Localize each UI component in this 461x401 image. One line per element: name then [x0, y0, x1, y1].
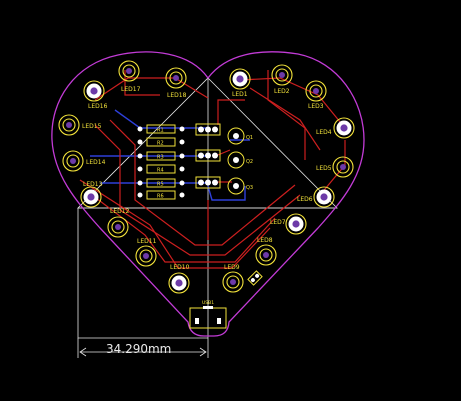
transistor-Q2[interactable]: Q2 [195, 149, 253, 169]
led-LED4[interactable]: LED4 [316, 117, 355, 139]
led-LED3[interactable]: LED3 [305, 80, 327, 110]
resistor-R2[interactable]: R2 [137, 137, 185, 147]
led-label: LED2 [274, 88, 290, 95]
led-label: LED16 [88, 103, 108, 110]
board-outline [51, 51, 365, 337]
led-label: LED3 [308, 103, 324, 110]
resistor-R5[interactable]: R5 [137, 178, 185, 188]
resistor-label: R2 [157, 141, 164, 147]
led-label: LED10 [170, 264, 190, 271]
resistor-label: R3 [157, 155, 164, 161]
led-label: LED15 [82, 123, 102, 130]
led-LED17[interactable]: LED17 [118, 60, 141, 93]
led-LED6[interactable]: LED6 [297, 186, 335, 208]
led-label: LED7 [270, 219, 286, 226]
led-LED1[interactable]: LED1 [229, 68, 251, 98]
led-LED10[interactable]: LED10 [168, 264, 190, 294]
resistor-label: R4 [157, 168, 164, 174]
led-label: LED11 [137, 238, 157, 245]
resistor-group: R1 R2 R3 R4 R5 R6 [137, 124, 185, 200]
transistor-label: Q3 [246, 185, 253, 191]
led-label: LED8 [257, 237, 273, 244]
resistor-label: R6 [157, 194, 164, 200]
led-LED15[interactable]: LED15 [58, 114, 102, 136]
led-label: LED1 [232, 91, 248, 98]
resistor-R4[interactable]: R4 [137, 164, 185, 174]
resistor-label: R5 [157, 182, 164, 188]
led-LED18[interactable]: LED18 [165, 67, 187, 99]
led-label: LED12 [110, 208, 130, 215]
resistor-R6[interactable]: R6 [137, 190, 185, 200]
led-label: LED14 [86, 159, 106, 166]
led-LED14[interactable]: LED14 [62, 150, 106, 172]
led-LED8[interactable]: LED8 [255, 237, 277, 266]
led-label: LED13 [83, 181, 103, 188]
led-LED12[interactable]: LED12 [107, 208, 130, 238]
transistor-label: Q1 [246, 135, 253, 141]
led-label: LED5 [316, 165, 332, 172]
led-label: LED9 [224, 264, 240, 271]
usb-label: USB1 [202, 300, 214, 306]
resistor-R1[interactable]: R1 [137, 124, 185, 134]
usb-connector[interactable]: USB1 [189, 300, 227, 329]
transistor-group: Q1 Q2 Q3 [195, 123, 253, 195]
led-LED16[interactable]: LED16 [83, 80, 108, 110]
dimension: 34.290mm [77, 338, 209, 358]
led-label: LED4 [316, 129, 332, 136]
transistor-label: Q2 [246, 159, 253, 165]
led-LED13[interactable]: LED13 [80, 181, 103, 208]
led-label: LED6 [297, 196, 313, 203]
led-label: LED17 [121, 86, 141, 93]
led-LED5[interactable]: LED5 [316, 156, 354, 178]
led-LED9[interactable]: LED9 [222, 264, 244, 293]
resistor-R3[interactable]: R3 [137, 151, 185, 161]
led-group: LED1 LED2 LED3 LED4 LED5 LED6 [58, 60, 355, 294]
transistor-Q3[interactable]: Q3 [195, 176, 253, 195]
led-LED11[interactable]: LED11 [135, 238, 157, 267]
led-LED2[interactable]: LED2 [271, 64, 293, 95]
dimension-label: 34.290mm [106, 342, 171, 356]
resistor-label: R1 [157, 128, 164, 134]
transistor-Q1[interactable]: Q1 [195, 123, 253, 145]
small-component[interactable] [247, 270, 263, 286]
led-LED7[interactable]: LED7 [270, 213, 307, 235]
led-label: LED18 [167, 92, 187, 99]
